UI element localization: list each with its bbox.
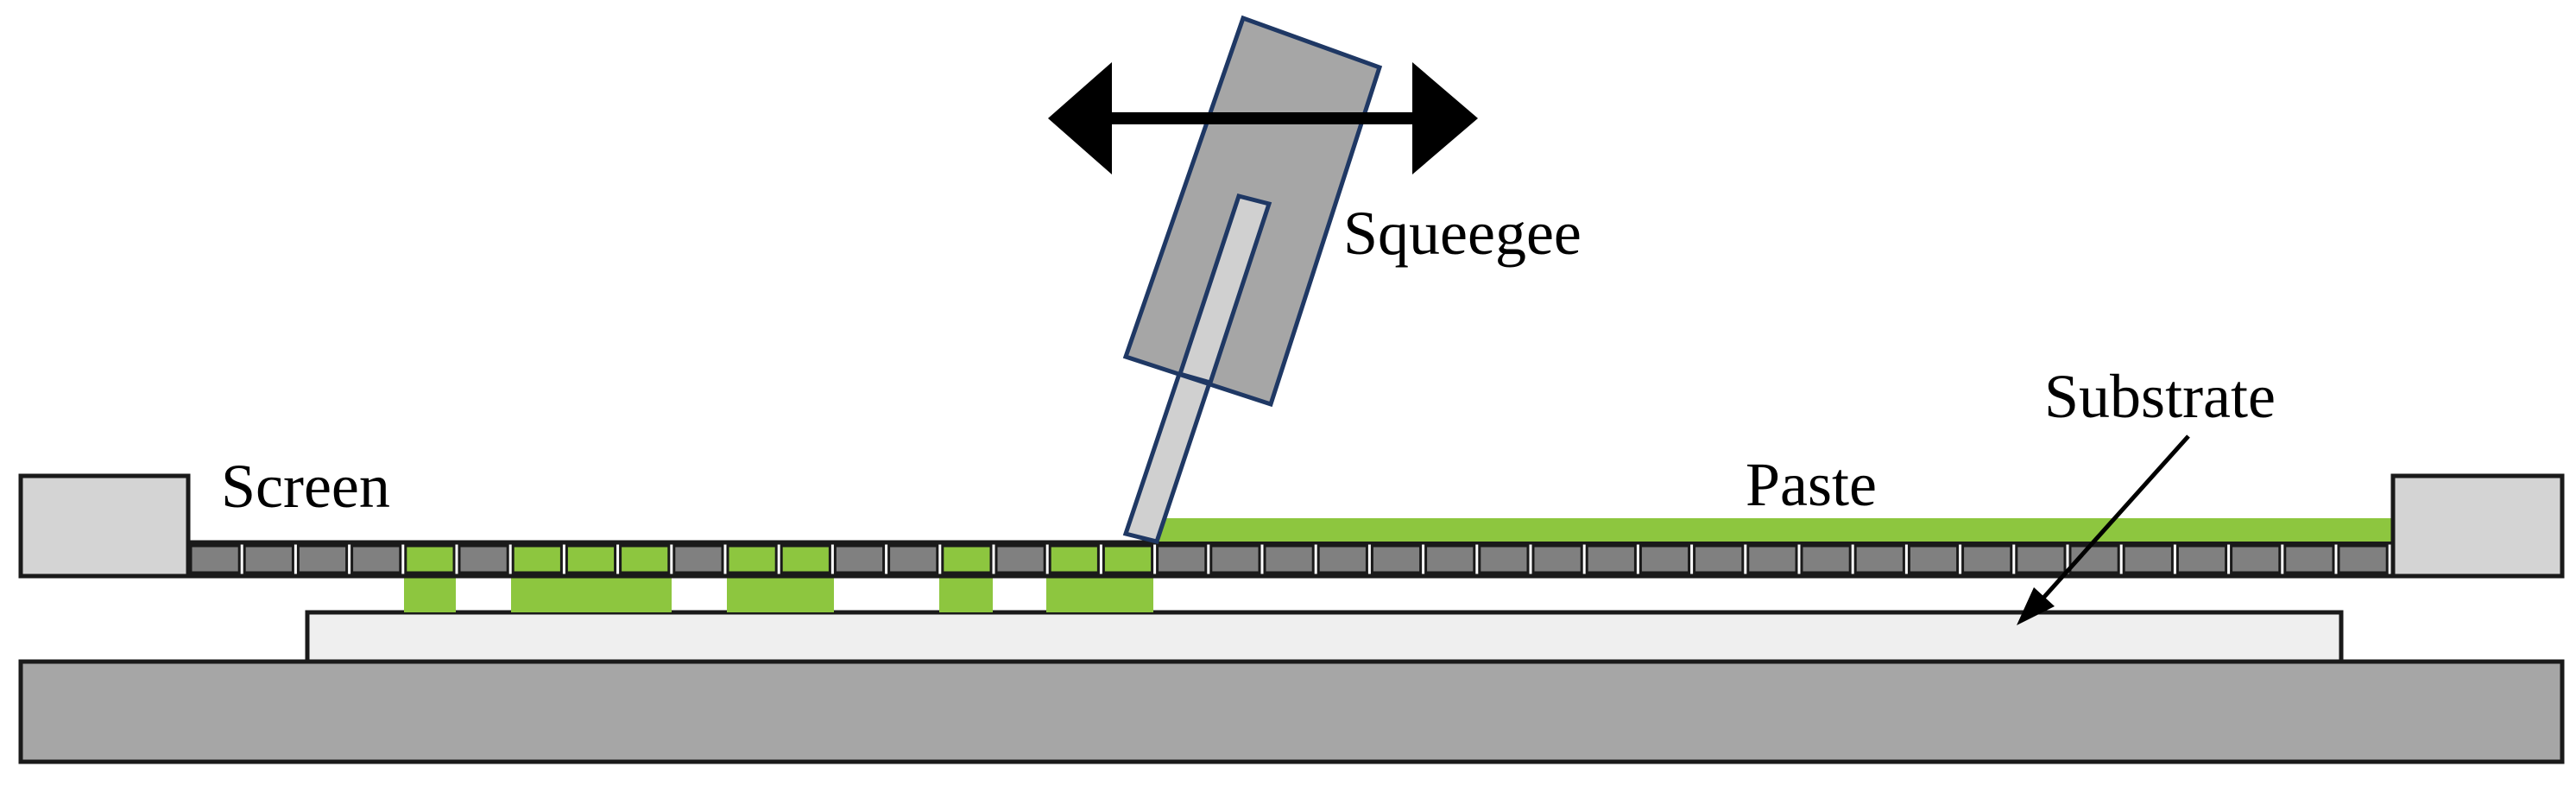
label-paste: Paste <box>1746 450 1877 519</box>
mesh-cell <box>296 544 349 574</box>
printed-deposits <box>404 576 1153 612</box>
paste-layer <box>1157 518 2391 542</box>
mesh-cell <box>1800 544 1852 574</box>
label-squeegee: Squeegee <box>1343 199 1582 268</box>
mesh-cell <box>1209 544 1261 574</box>
mesh-cell <box>994 544 1046 574</box>
label-screen: Screen <box>221 452 390 521</box>
mesh-cell <box>189 544 241 574</box>
mesh-cell <box>2283 544 2335 574</box>
mesh-cell <box>672 544 724 574</box>
mesh-cell <box>1316 544 1368 574</box>
mesh-opening <box>1048 544 1100 574</box>
mesh-cell <box>1907 544 1960 574</box>
substrate <box>305 610 2344 664</box>
label-substrate: Substrate <box>2044 362 2276 431</box>
mesh-cell <box>833 544 886 574</box>
mesh-cell <box>1638 544 1691 574</box>
mesh-cell <box>1424 544 1476 574</box>
mesh-cell <box>350 544 402 574</box>
screen-frame-right <box>2390 473 2565 579</box>
mesh-cell <box>458 544 509 574</box>
screen-frame-left <box>18 473 191 579</box>
mesh-cell <box>2175 544 2228 574</box>
mesh-cell <box>1263 544 1315 574</box>
mesh-cell <box>2230 544 2282 574</box>
base-plate <box>18 659 2565 764</box>
mesh-opening <box>565 544 617 574</box>
mesh-cell <box>1585 544 1637 574</box>
mesh-cell <box>1478 544 1530 574</box>
mesh-opening <box>511 544 563 574</box>
mesh-cell <box>243 544 294 574</box>
mesh-cell <box>1961 544 2013 574</box>
mesh-cell <box>1746 544 1798 574</box>
mesh-opening <box>941 544 993 574</box>
screen-mesh <box>189 544 2389 574</box>
deposit <box>727 576 834 612</box>
mesh-cell <box>1853 544 1905 574</box>
mesh-cell <box>887 544 939 574</box>
mesh-cell <box>1693 544 1745 574</box>
mesh-cell <box>2122 544 2174 574</box>
mesh-opening <box>404 544 456 574</box>
mesh-opening <box>619 544 671 574</box>
mesh-cell <box>1531 544 1583 574</box>
mesh-opening <box>1102 544 1154 574</box>
mesh-cell <box>2337 544 2389 574</box>
deposit <box>404 576 456 612</box>
mesh-cell <box>1370 544 1423 574</box>
mesh-cell <box>1156 544 1208 574</box>
arrow-icon <box>2017 434 2190 625</box>
deposit <box>511 576 672 612</box>
mesh-cell <box>2015 544 2067 574</box>
mesh-opening <box>780 544 831 574</box>
deposit <box>1046 576 1153 612</box>
squeegee-blade-slot <box>1177 193 1272 386</box>
mesh-opening <box>726 544 778 574</box>
double-headed-arrow-icon <box>1048 62 1478 174</box>
deposit <box>939 576 993 612</box>
